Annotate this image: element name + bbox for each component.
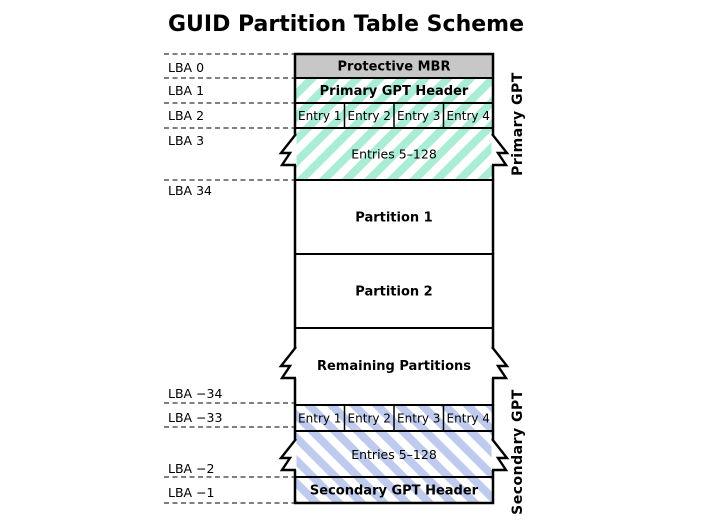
secondary-entries-label: Entries 5–128 bbox=[351, 447, 437, 462]
block-partition-1 bbox=[295, 180, 493, 254]
break-mark-right-secondary-edge bbox=[491, 438, 510, 472]
secondary-gpt-side-label: Secondary GPT bbox=[510, 389, 526, 515]
protective-mbr-label: Protective MBR bbox=[338, 60, 451, 75]
entry-3-label-secondary: Entry 3 bbox=[397, 412, 440, 426]
partition-1-label: Partition 1 bbox=[355, 211, 432, 226]
diagram-outer-border bbox=[293, 52, 495, 505]
lba-label-neg2: LBA −2 bbox=[168, 461, 215, 476]
lba-label-neg1: LBA −1 bbox=[168, 485, 215, 500]
lba-label-2: LBA 2 bbox=[168, 108, 204, 123]
break-mark-left-secondary bbox=[281, 439, 297, 470]
break-mark-right-primary-edge bbox=[491, 133, 510, 167]
break-mark-left-secondary-edge bbox=[278, 438, 297, 472]
entry-1-label-secondary: Entry 1 bbox=[298, 412, 341, 426]
entry-4-label-secondary: Entry 4 bbox=[447, 412, 490, 426]
block-remaining-partitions bbox=[295, 328, 493, 405]
block-partition-2 bbox=[295, 254, 493, 328]
break-mark-right-secondary bbox=[491, 439, 507, 470]
lba-label-0: LBA 0 bbox=[168, 60, 204, 75]
lba-label-neg33: LBA −33 bbox=[168, 410, 222, 425]
break-mark-right-remaining bbox=[491, 347, 507, 378]
entry-4-label-primary: Entry 4 bbox=[447, 109, 490, 123]
break-mark-left-primary bbox=[281, 134, 297, 165]
remaining-partitions-label: Remaining Partitions bbox=[317, 359, 471, 374]
lba-label-neg34: LBA −34 bbox=[168, 386, 222, 401]
entry-1-label-primary: Entry 1 bbox=[298, 109, 341, 123]
secondary-gpt-header-label: Secondary GPT Header bbox=[310, 484, 479, 499]
lba-label-1: LBA 1 bbox=[168, 83, 204, 98]
lba-label-34: LBA 34 bbox=[168, 183, 212, 198]
break-mark-right-remaining-edge bbox=[491, 346, 510, 380]
block-protective-mbr bbox=[295, 54, 493, 78]
break-mark-left-primary-edge bbox=[278, 133, 297, 167]
primary-entries-label: Entries 5–128 bbox=[351, 147, 437, 162]
primary-gpt-header-label: Primary GPT Header bbox=[320, 84, 469, 99]
break-mark-right-primary bbox=[491, 134, 507, 165]
break-mark-left-remaining bbox=[281, 347, 297, 378]
partition-2-label: Partition 2 bbox=[355, 285, 432, 300]
entry-2-label-secondary: Entry 2 bbox=[348, 412, 391, 426]
lba-label-3: LBA 3 bbox=[168, 133, 204, 148]
break-mark-left-remaining-edge bbox=[278, 346, 297, 380]
diagram-title: GUID Partition Table Scheme bbox=[168, 12, 524, 37]
entry-3-label-primary: Entry 3 bbox=[397, 109, 440, 123]
primary-gpt-side-label: Primary GPT bbox=[510, 72, 526, 176]
entry-2-label-primary: Entry 2 bbox=[348, 109, 391, 123]
